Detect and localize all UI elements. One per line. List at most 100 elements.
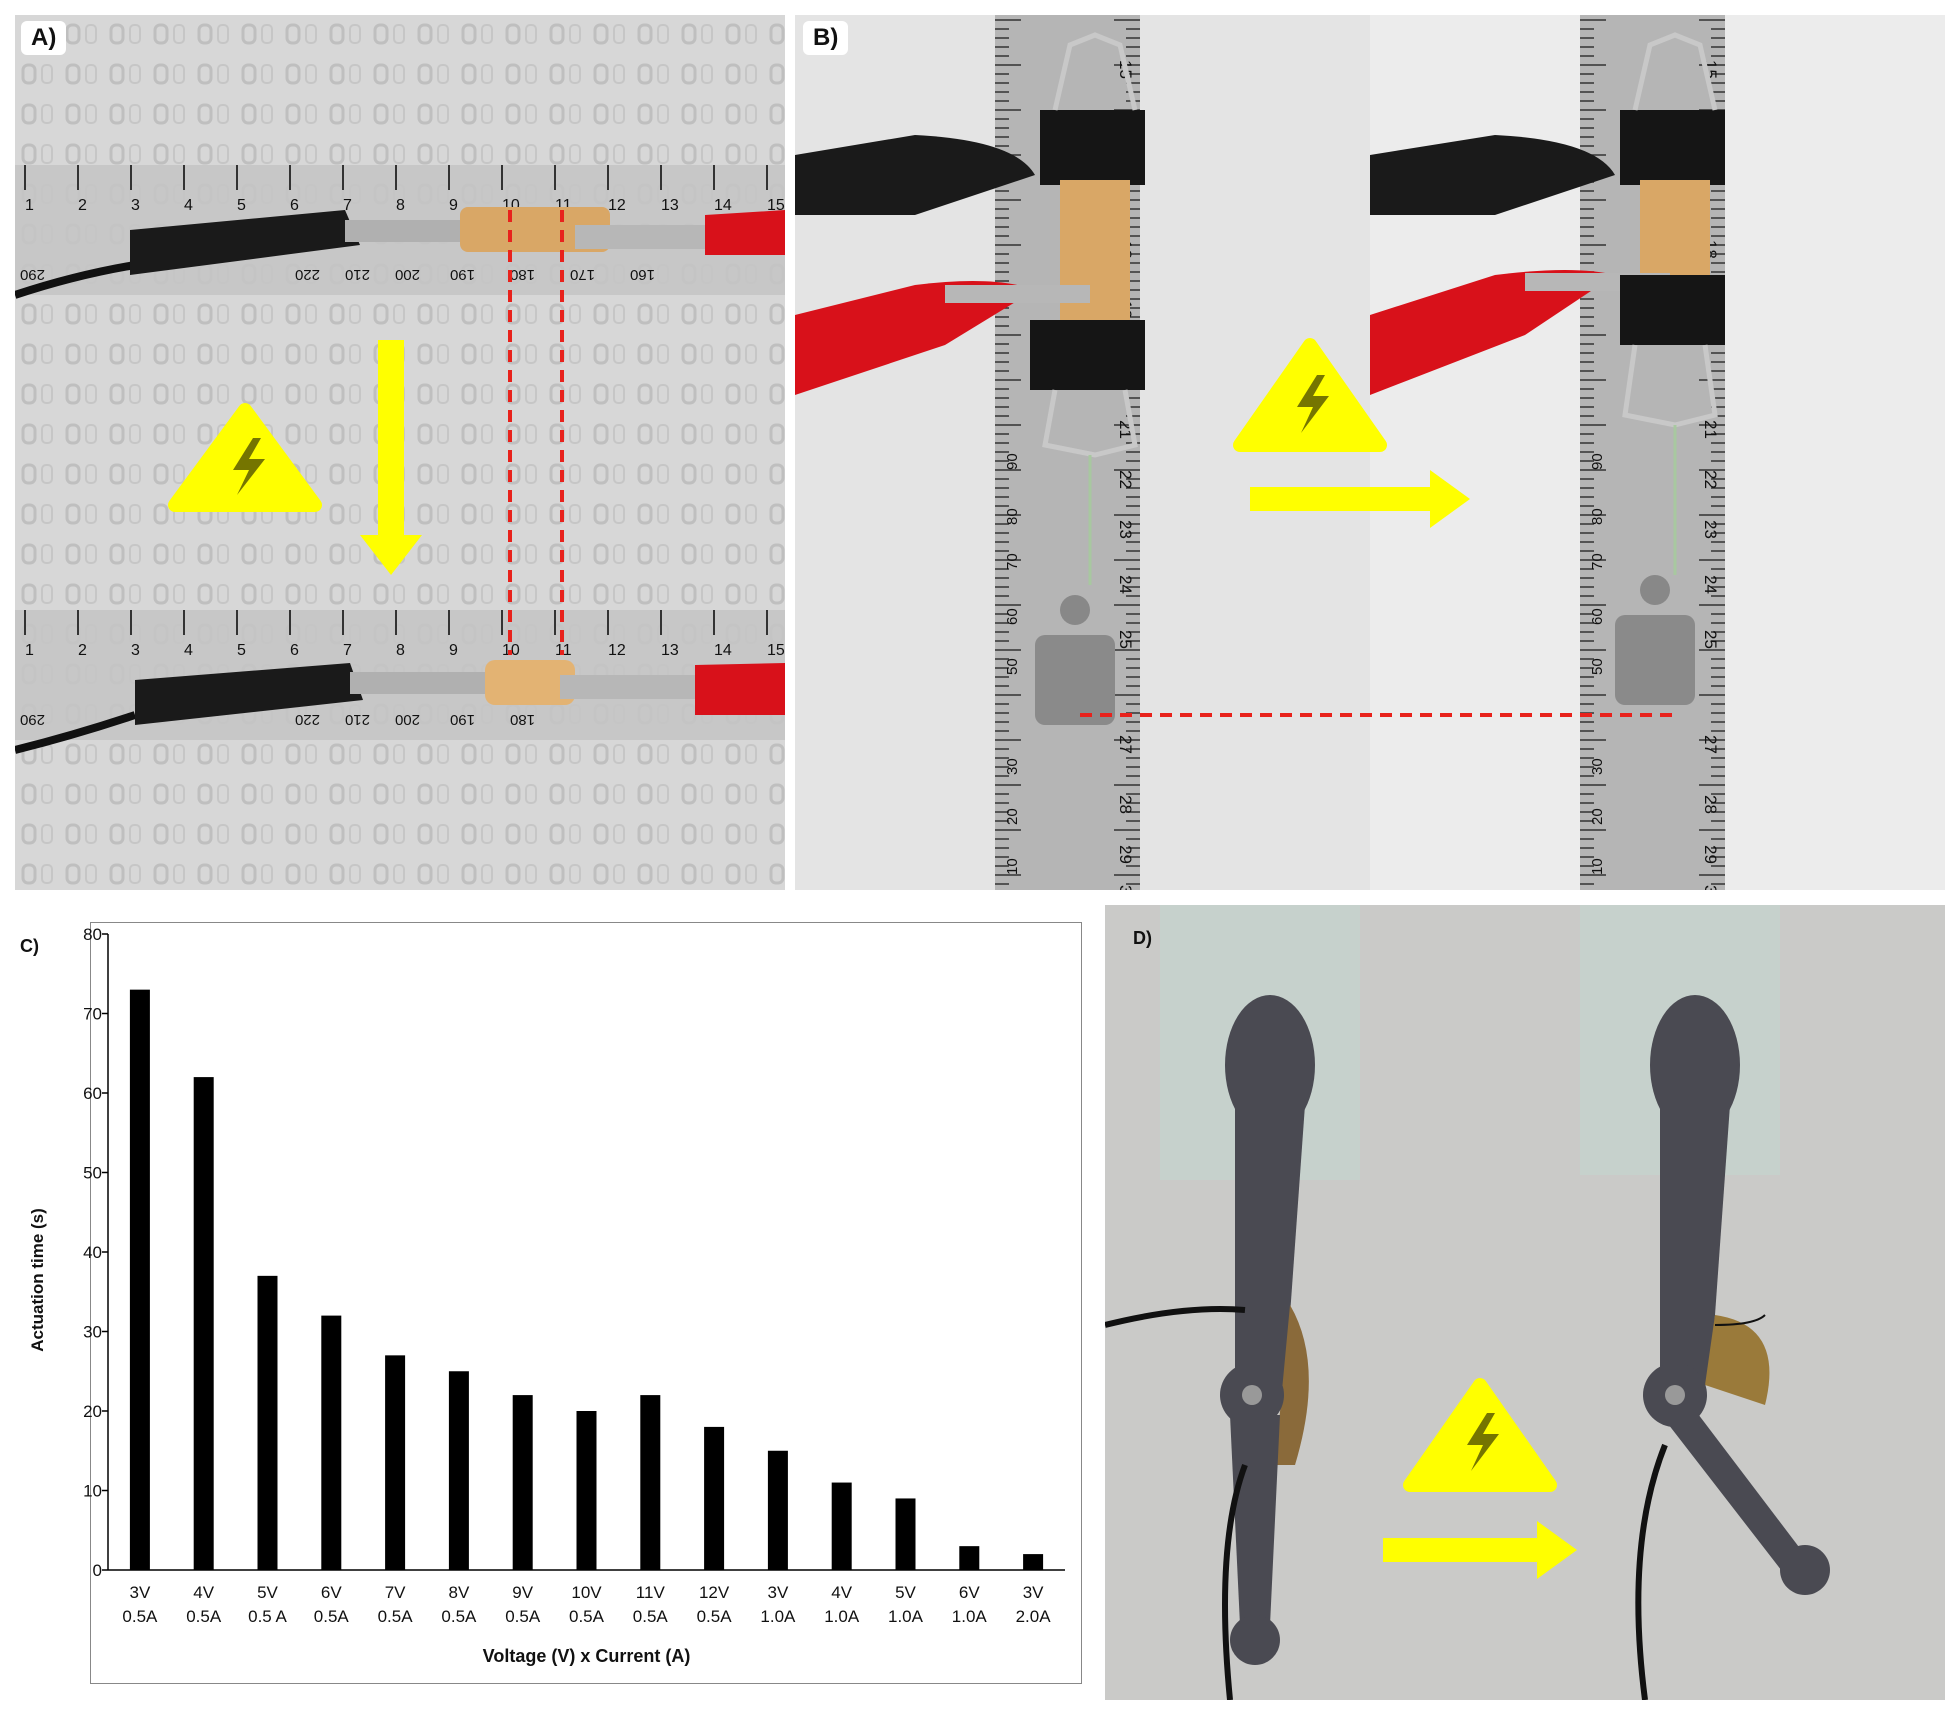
ruler-mm-number: 10	[1589, 858, 1606, 875]
ruler-mm-number: 70	[1589, 553, 1606, 570]
x-tick-label: 3V	[1023, 1583, 1044, 1602]
binder-clip-bottom-left	[1030, 320, 1145, 390]
sma-wire-right	[1640, 180, 1710, 275]
y-tick-label: 50	[83, 1164, 102, 1183]
x-tick-label: 11V	[636, 1583, 666, 1602]
ruler-mm-number: 220	[295, 266, 320, 283]
panel-d-label: D)	[1133, 928, 1152, 948]
red-clip-jaw-top	[575, 225, 715, 249]
ruler-cm-number: 29	[1116, 845, 1135, 864]
electric-warning-icon	[1233, 338, 1387, 452]
ruler-number: 3	[131, 197, 140, 214]
ruler-number: 7	[343, 642, 352, 659]
ruler-number: 2	[78, 642, 87, 659]
ruler-cm-number: 24	[1701, 575, 1720, 594]
ruler-mm-number: 180	[510, 711, 535, 728]
ruler-mm-number: 90	[1004, 453, 1021, 470]
x-tick-label: 3V	[130, 1583, 151, 1602]
chart-frame	[90, 922, 1082, 1684]
ruler-mm-number: 210	[345, 266, 370, 283]
x-tick-label: 0.5 A	[248, 1607, 287, 1626]
binder-clip-top-right	[1620, 110, 1725, 185]
x-tick-label: 0.5A	[314, 1607, 350, 1626]
electric-warning-icon	[1403, 1378, 1557, 1492]
panel-c-label: C)	[20, 936, 39, 956]
red-clip-bottom	[695, 663, 785, 715]
x-tick-label: 6V	[321, 1583, 342, 1602]
ruler-number: 15	[767, 197, 785, 214]
x-tick-label: 0.5A	[122, 1607, 158, 1626]
x-axis-label: Voltage (V) x Current (A)	[483, 1646, 691, 1666]
down-arrow-icon	[360, 340, 422, 575]
bar	[193, 1077, 214, 1570]
bar	[129, 989, 150, 1570]
ruler-number: 9	[449, 642, 458, 659]
ruler-mm-number: 60	[1004, 608, 1021, 625]
ruler-mm-number: 290	[20, 266, 45, 283]
ruler-number: 14	[714, 197, 732, 214]
sma-strip-bottom	[485, 660, 575, 705]
ruler-mm-number: 60	[1589, 608, 1606, 625]
y-axis-label-svg: Actuation time (s)	[28, 1208, 47, 1352]
bar	[831, 1482, 852, 1570]
ruler-number: 4	[184, 197, 193, 214]
ruler-mm-number: 90	[1589, 453, 1606, 470]
ruler-number: 3	[131, 642, 140, 659]
ruler-cm-number: 29	[1701, 845, 1720, 864]
ruler-number: 12	[608, 197, 626, 214]
x-tick-label: 2.0A	[1016, 1607, 1052, 1626]
ruler-cm-number: 27	[1701, 735, 1720, 754]
bar	[640, 1395, 661, 1570]
binder-clip-top-left	[1040, 110, 1145, 185]
ruler-mm-number: 10	[1004, 858, 1021, 875]
bar	[1023, 1554, 1044, 1570]
y-tick-label: 10	[83, 1482, 102, 1501]
bar	[321, 1315, 342, 1570]
x-tick-label: 4V	[193, 1583, 214, 1602]
y-tick-label: 60	[83, 1084, 102, 1103]
black-wire-top	[15, 261, 136, 299]
robotic-arm-right	[1635, 995, 1830, 1700]
weight-right	[1615, 615, 1695, 705]
ruler-number: 14	[714, 642, 732, 659]
panel-b-label: B)	[803, 21, 849, 55]
x-tick-label: 0.5A	[378, 1607, 414, 1626]
ruler-number: 1	[25, 642, 34, 659]
ruler-number: 5	[237, 197, 246, 214]
bar	[704, 1426, 725, 1570]
x-tick-label: 1.0A	[760, 1607, 796, 1626]
x-tick-label: 8V	[449, 1583, 470, 1602]
ruler-mm-number: 30	[1589, 758, 1606, 775]
ruler-mm-number: 70	[1004, 553, 1021, 570]
ruler-mm-number: 20	[1589, 808, 1606, 825]
red-clip-top	[705, 210, 785, 255]
y-axis-title: Actuation time (s)	[28, 1208, 47, 1352]
ruler-cm-number: 24	[1116, 575, 1135, 594]
right-arrow-icon	[1383, 1521, 1577, 1579]
ruler-cm-number: 27	[1116, 735, 1135, 754]
y-tick-label: 70	[83, 1005, 102, 1024]
x-tick-label: 0.5A	[633, 1607, 669, 1626]
black-wire-bottom	[15, 711, 137, 754]
bar	[385, 1355, 406, 1570]
y-tick-label: 30	[83, 1323, 102, 1342]
ruler-number: 12	[608, 642, 626, 659]
ruler-number: 6	[290, 197, 299, 214]
x-tick-label: 5V	[895, 1583, 916, 1602]
ruler-cm-number: 21	[1701, 420, 1720, 439]
y-tick-label: 80	[83, 925, 102, 944]
x-tick-label: 6V	[959, 1583, 980, 1602]
clip-jaw-bottom	[350, 672, 485, 694]
ruler-number: 2	[78, 197, 87, 214]
bar	[767, 1450, 788, 1570]
x-tick-label: 0.5A	[697, 1607, 733, 1626]
right-arrow-icon	[1250, 470, 1470, 528]
x-tick-label: 0.5A	[569, 1607, 605, 1626]
ruler-number: 4	[184, 642, 193, 659]
ruler-mm-number: 80	[1589, 508, 1606, 525]
ruler-number: 8	[396, 642, 405, 659]
ruler-number: 9	[449, 197, 458, 214]
